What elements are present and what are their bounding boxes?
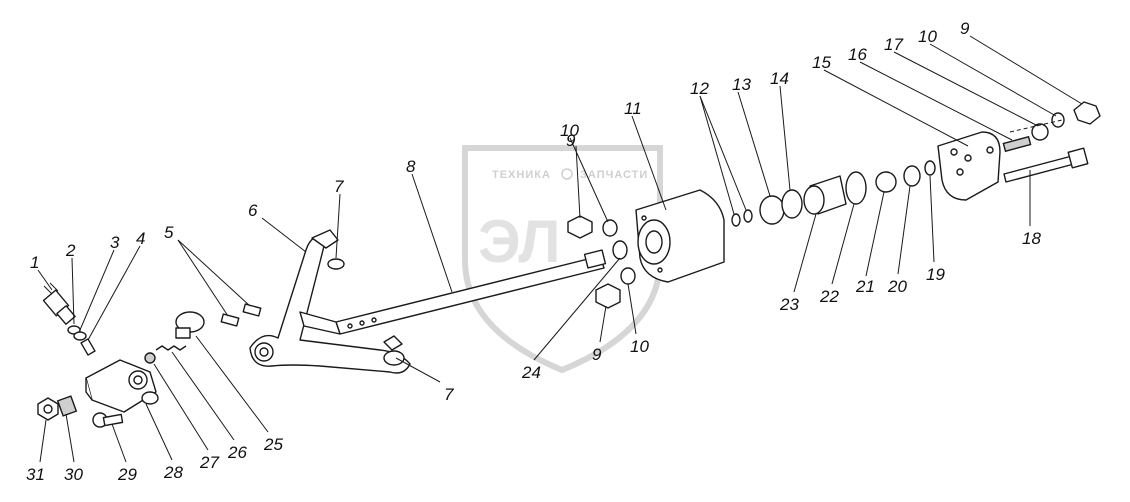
callout-7-lower: 7 (444, 385, 454, 404)
part-28-housing (85, 359, 159, 413)
callout-12: 12 (690, 79, 709, 98)
part-12-ring-a (731, 213, 741, 227)
part-6-shift-fork (249, 229, 411, 374)
callout-20: 20 (887, 277, 907, 296)
part-18-bolt (1003, 147, 1089, 183)
callout-labels: 1 2 3 4 5 6 7 7 8 9 9 9 10 10 10 11 12 1… (26, 19, 1041, 484)
part-10-washer-lower (620, 267, 636, 285)
callout-27: 27 (199, 453, 219, 472)
callout-21: 21 (855, 277, 875, 296)
callout-25: 25 (263, 435, 283, 454)
part-10-washer-upper (602, 219, 618, 237)
callout-11: 11 (624, 99, 642, 118)
callout-30: 30 (64, 465, 83, 484)
part-25-plug (175, 311, 205, 339)
callout-6: 6 (248, 201, 258, 220)
callout-8: 8 (406, 157, 416, 176)
callout-29: 29 (117, 465, 137, 484)
part-20-ring (903, 165, 921, 187)
callout-31: 31 (26, 465, 45, 484)
callout-16: 16 (848, 45, 867, 64)
part-26-spring (155, 345, 187, 351)
assembly-axis-line (1009, 119, 1063, 133)
callout-5: 5 (164, 223, 174, 242)
callout-26: 26 (227, 443, 247, 462)
callout-9-right: 9 (960, 19, 970, 38)
callout-23: 23 (779, 295, 799, 314)
callout-2: 2 (65, 241, 76, 260)
part-22-ring (845, 171, 867, 205)
part-4-pin (80, 338, 96, 356)
callout-3: 3 (110, 233, 120, 252)
part-30-stud (56, 395, 78, 417)
callout-10-lower: 10 (630, 337, 649, 356)
callout-10-right: 10 (918, 27, 937, 46)
part-9-nut-upper (567, 215, 593, 239)
watermark-right-text: ЗАПЧАСТИ (580, 169, 648, 181)
callout-9-lower: 9 (592, 345, 602, 364)
callout-18: 18 (1022, 229, 1041, 248)
part-9-nut-right (1073, 101, 1101, 125)
callout-15: 15 (812, 53, 831, 72)
callout-28: 28 (163, 463, 183, 482)
part-17-washer (1031, 123, 1049, 141)
part-29-bolt (92, 412, 124, 428)
part-21-bushing (875, 171, 897, 193)
callout-4: 4 (136, 229, 145, 248)
part-15-flange (937, 131, 1001, 201)
watermark-gear-icon (561, 168, 573, 180)
callout-24: 24 (521, 363, 541, 382)
part-13-washer (759, 195, 785, 225)
callout-1: 1 (30, 253, 39, 272)
callout-22: 22 (819, 287, 839, 306)
callout-7-upper: 7 (334, 177, 344, 196)
part-31-nut (37, 397, 59, 421)
part-16-stud (1002, 135, 1032, 153)
part-12-ring-b (743, 209, 753, 223)
part-3-ring (73, 331, 87, 341)
callout-17: 17 (884, 35, 903, 54)
part-23-piston (803, 175, 847, 215)
part-8-shaft (299, 249, 607, 335)
callout-9-center: 9 (566, 131, 576, 150)
part-14-ring (781, 189, 803, 219)
part-24-oring (612, 240, 628, 260)
callout-19: 19 (926, 265, 945, 284)
leader-lines (37, 35, 1083, 463)
callout-14: 14 (770, 69, 789, 88)
part-5-bolts (220, 303, 262, 327)
watermark-logo-text: ЭЛ (478, 208, 561, 275)
part-27-ball (144, 352, 156, 364)
part-19-washer (924, 160, 936, 176)
callout-10-center: 10 (560, 121, 579, 140)
part-11-cover (635, 189, 725, 283)
part-1-sensor (42, 282, 76, 325)
part-10-washer-right (1051, 112, 1065, 128)
watermark-left-text: ТЕХНИКА (492, 169, 551, 181)
callout-13: 13 (732, 75, 751, 94)
part-9-nut-lower (595, 283, 621, 309)
